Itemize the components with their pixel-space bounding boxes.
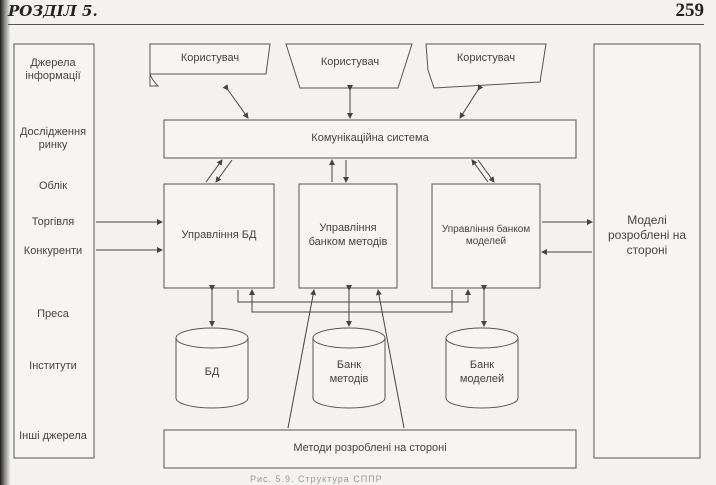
external-models-label: Моделі розроблені на стороні	[608, 212, 686, 257]
external-models-column	[593, 43, 701, 459]
user-3-label: Користувач	[456, 52, 516, 65]
db-label: БД	[204, 366, 220, 379]
page-number: 259	[675, 0, 705, 21]
figure-caption: Рис. 5.9. Структура СППР	[250, 474, 383, 484]
db-cylinder	[175, 327, 249, 409]
header-rule	[8, 24, 704, 25]
db-manager-label: Управління БД	[181, 229, 257, 242]
user-2-label: Користувач	[320, 56, 380, 69]
sources-column	[13, 43, 95, 459]
user-2-shape	[285, 43, 413, 89]
user-3-shape	[425, 43, 547, 89]
external-methods-box	[163, 429, 577, 469]
source-label-info-sources: Джерела інформації	[25, 57, 81, 83]
source-label-press: Преса	[37, 308, 69, 320]
user-1-shape	[149, 43, 271, 87]
source-label-other-sources: Інші джерела	[19, 430, 87, 442]
user-1-label: Користувач	[180, 52, 240, 65]
source-label-competitors: Конкуренти	[23, 245, 83, 257]
models-manager-label: Управління банком моделей	[441, 223, 531, 248]
methods-bank-cylinder	[312, 327, 386, 409]
models-bank-label: Банк моделей	[459, 359, 505, 385]
source-label-trade: Торгівля	[31, 216, 75, 228]
chapter-title: РОЗДІЛ 5.	[8, 2, 98, 20]
methods-bank-label: Банк методів	[329, 359, 369, 385]
external-methods-label: Методи розроблені на стороні	[293, 442, 447, 455]
communication-system-label: Комунікаційна система	[311, 132, 429, 145]
source-label-market-research: Дослідження ринку	[19, 126, 87, 152]
source-label-accounting: Облік	[38, 180, 68, 192]
models-bank-cylinder	[445, 327, 519, 409]
source-label-institutes: Інститути	[29, 360, 77, 372]
methods-manager-label: Управління банком методів	[308, 222, 388, 248]
communication-system-box	[163, 119, 577, 159]
page-binding-shadow	[0, 0, 10, 485]
